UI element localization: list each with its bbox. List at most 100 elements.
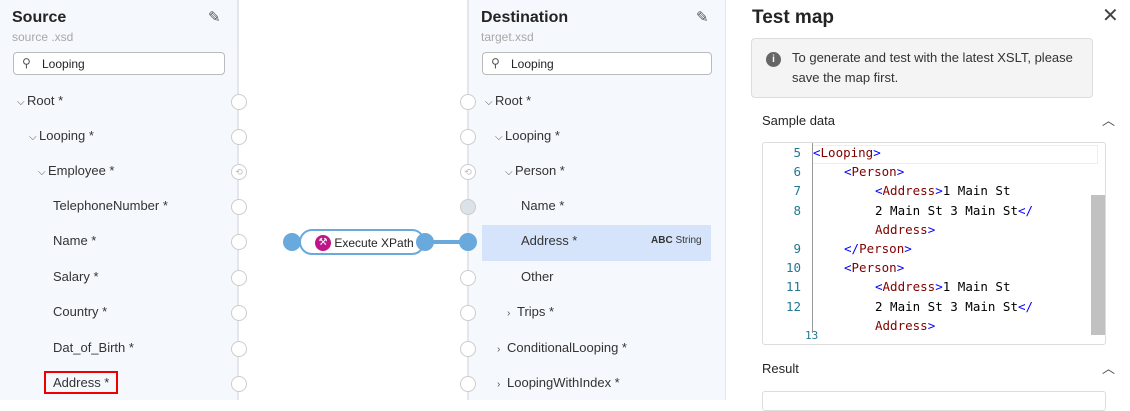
function-input-handle[interactable] (283, 233, 301, 251)
code-line: <Looping> (813, 145, 881, 160)
destination-handle[interactable] (459, 233, 477, 251)
source-handle[interactable] (231, 199, 247, 215)
node-label: TelephoneNumber * (53, 198, 168, 213)
type-badge: ABC String (651, 235, 702, 246)
destination-handle[interactable] (460, 270, 476, 286)
node-label: Name * (53, 233, 97, 248)
chevron-down-icon[interactable]: ⌵ (17, 97, 25, 108)
info-message: To generate and test with the latest XSL… (792, 50, 1073, 85)
search-icon: ⚲ (491, 56, 500, 70)
node-label: Looping * (39, 128, 94, 143)
test-map-title: Test map (752, 7, 835, 28)
function-node-execute-xpath[interactable]: ⚒ Execute XPath (299, 229, 425, 255)
destination-handle[interactable] (460, 305, 476, 321)
source-handle[interactable] (231, 129, 247, 145)
result-editor[interactable] (762, 391, 1106, 411)
destination-title: Destination (481, 9, 569, 26)
info-banner: i To generate and test with the latest X… (751, 38, 1093, 98)
function-output-handle[interactable] (416, 233, 434, 251)
destination-node[interactable]: ⌵Person * (505, 163, 565, 178)
chevron-down-icon[interactable]: ⌵ (485, 97, 493, 108)
wrench-icon: ⚒ (315, 235, 331, 251)
source-handle[interactable] (231, 376, 247, 392)
code-line: Address> (875, 317, 936, 333)
source-search-input[interactable]: ⚲Looping (13, 52, 225, 75)
source-file: source .xsd (12, 30, 74, 44)
chevron-right-icon[interactable]: › (497, 379, 501, 390)
chevron-down-icon[interactable]: ⌵ (495, 132, 503, 143)
source-title: Source (12, 9, 67, 26)
connection-line (425, 240, 468, 244)
node-label: Root * (495, 93, 532, 108)
line-number: 12 (785, 298, 801, 314)
chevron-down-icon[interactable]: ⌵ (29, 132, 37, 143)
source-handle[interactable] (231, 270, 247, 286)
collapse-result-chevron-up-icon[interactable]: ︿ (1102, 361, 1116, 376)
destination-node[interactable]: Other (521, 269, 554, 284)
search-icon: ⚲ (22, 56, 31, 70)
destination-search-input[interactable]: ⚲Looping (482, 52, 712, 75)
source-handle[interactable] (231, 234, 247, 250)
edit-source-pencil-icon[interactable]: ✎ (208, 9, 221, 26)
destination-handle[interactable]: ⟲ (460, 164, 476, 180)
source-node[interactable]: Address * (44, 371, 119, 394)
source-node[interactable]: Dat_of_Birth * (53, 340, 134, 355)
code-line: <Person> (844, 164, 905, 180)
node-label: LoopingWithIndex * (507, 375, 620, 390)
sample-data-label: Sample data (762, 113, 835, 128)
destination-handle[interactable] (460, 341, 476, 357)
node-label: Person * (515, 163, 565, 178)
line-number: 6 (793, 164, 801, 180)
editor-scrollbar[interactable] (1091, 195, 1105, 335)
destination-handle[interactable] (460, 376, 476, 392)
source-node[interactable]: ⌵Looping * (29, 128, 94, 143)
destination-handle[interactable] (460, 199, 476, 215)
node-label: Dat_of_Birth * (53, 340, 134, 355)
destination-node[interactable]: › Trips * (507, 304, 554, 319)
code-line: Address> (875, 221, 936, 237)
close-icon[interactable]: ✕ (1102, 5, 1119, 27)
source-handle[interactable] (231, 305, 247, 321)
chevron-right-icon[interactable]: › (507, 308, 511, 319)
source-handle[interactable] (231, 94, 247, 110)
source-node[interactable]: Salary * (53, 269, 99, 284)
node-label: Root * (27, 93, 64, 108)
node-label: Address * (521, 233, 578, 248)
info-icon: i (766, 52, 781, 67)
code-line: </Person> (844, 241, 912, 256)
node-label: Trips * (517, 304, 555, 319)
source-node[interactable]: ⌵Employee * (38, 163, 114, 178)
source-handle[interactable] (231, 341, 247, 357)
line-number: 11 (785, 279, 801, 295)
source-node[interactable]: Country * (53, 304, 107, 319)
node-label: Salary * (53, 269, 99, 284)
source-node[interactable]: Name * (53, 233, 96, 248)
destination-handle[interactable] (460, 94, 476, 110)
node-label: Other (521, 269, 554, 284)
code-line: <Address>1 Main St (875, 279, 1011, 295)
destination-node[interactable]: ›ConditionalLooping * (497, 340, 627, 355)
edit-destination-pencil-icon[interactable]: ✎ (696, 9, 709, 26)
destination-node[interactable]: ⌵Looping * (495, 128, 560, 143)
chevron-down-icon[interactable]: ⌵ (505, 167, 513, 178)
destination-node[interactable]: › LoopingWithIndex * (497, 375, 620, 390)
node-label: Address * (53, 375, 110, 390)
destination-node[interactable]: Address * (521, 233, 577, 248)
destination-node[interactable]: ⌵Root * (485, 93, 531, 108)
chevron-right-icon[interactable]: › (497, 344, 501, 355)
line-number: 10 (785, 260, 801, 276)
collapse-sample-chevron-up-icon[interactable]: ︿ (1102, 113, 1116, 128)
code-line: <Person> (844, 260, 905, 276)
result-label: Result (762, 361, 799, 376)
node-label: Looping * (505, 128, 560, 143)
destination-handle[interactable] (460, 129, 476, 145)
line-number: 7 (793, 183, 801, 199)
destination-node[interactable]: Name * (521, 198, 564, 213)
loop-handle[interactable]: ⟲ (231, 164, 247, 180)
chevron-down-icon[interactable]: ⌵ (38, 167, 46, 178)
source-node[interactable]: ⌵Root * (17, 93, 63, 108)
source-node[interactable]: TelephoneNumber * (53, 198, 168, 213)
line-number-partial: 13 (805, 329, 819, 342)
node-label: Country * (53, 304, 108, 319)
